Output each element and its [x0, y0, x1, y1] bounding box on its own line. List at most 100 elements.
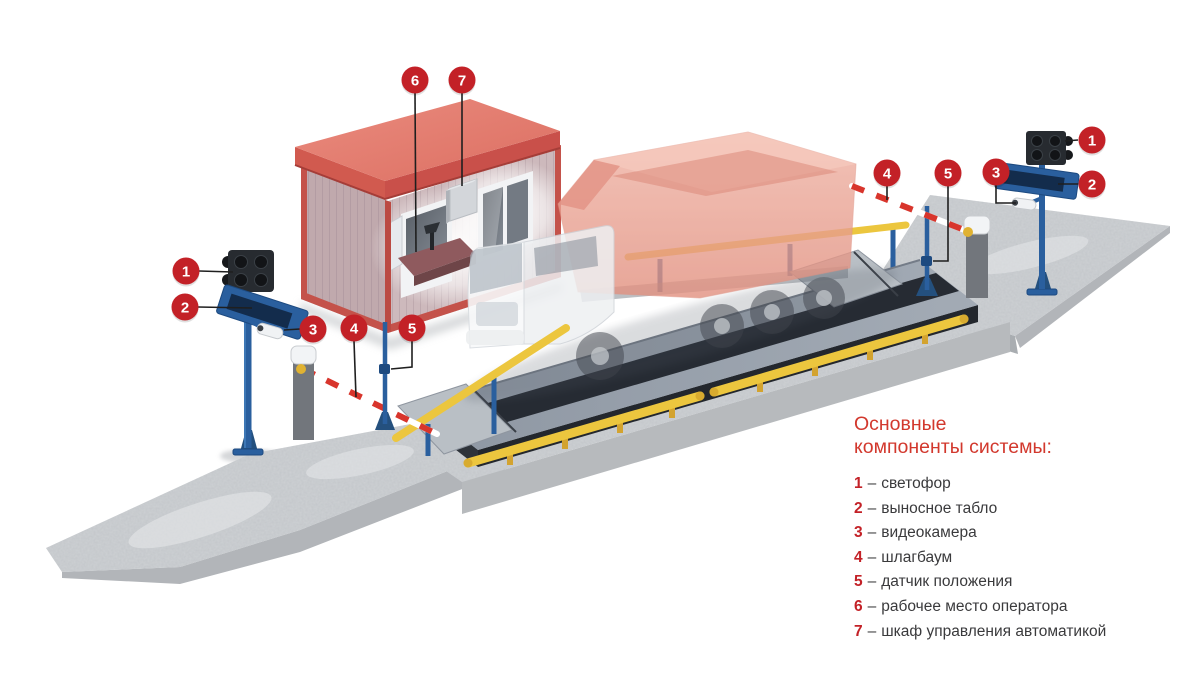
board-screen: [1003, 169, 1065, 192]
window-glare: [483, 187, 503, 256]
badge-3-right-camera: 3: [982, 158, 1010, 188]
badge-4-right-barrier: 4: [873, 159, 901, 189]
roof-fascia-right: [385, 131, 560, 199]
legend-title: Основные компоненты системы:: [854, 413, 1106, 459]
position-sensor-right: [916, 206, 938, 296]
housing: [1026, 131, 1066, 165]
badge-3-left-camera: 3: [299, 315, 327, 345]
legend-item-number: 2: [854, 499, 863, 517]
badge-number: 3: [992, 165, 1000, 182]
badge-7-control-cabinet: 7: [448, 66, 476, 96]
legend-item-6: 6–рабочее место оператора: [854, 595, 1106, 620]
ramp-light-patch: [306, 444, 414, 480]
wheel-hub: [816, 290, 832, 306]
windshield: [470, 243, 522, 294]
concrete-ramp-left: [46, 420, 505, 584]
badge-circle: [873, 159, 901, 187]
desk-lamp-head: [424, 222, 440, 234]
roof-edge-line: [294, 147, 561, 201]
near-bumper-rail: [463, 314, 969, 468]
bumper: [466, 330, 524, 345]
badge-circle: [1078, 170, 1106, 198]
camera-lens: [257, 325, 264, 332]
cabinet-side: [446, 188, 450, 224]
sensor-device: [921, 256, 932, 266]
legend-item-number: 6: [854, 597, 863, 615]
pole-base-plate: [1026, 288, 1058, 296]
legend-item-number: 7: [854, 622, 863, 640]
tube-cap: [959, 314, 969, 324]
badge-circle: [398, 314, 426, 342]
legend-item-number: 3: [854, 524, 863, 542]
truck: [466, 131, 857, 380]
leader-line-5-right: [933, 186, 949, 262]
tube-cap: [709, 387, 719, 397]
legend-item-separator: –: [867, 622, 877, 640]
pole-base-plate: [232, 448, 264, 456]
ramp-light-patch: [971, 235, 1089, 275]
legend-item-label: датчик положения: [881, 573, 1013, 591]
badge-circle: [340, 314, 368, 342]
legend-title-line1: Основные: [854, 413, 947, 435]
legend-item-label: выносное табло: [881, 499, 998, 517]
badge-2-right-display-board: 2: [1078, 170, 1106, 200]
legend-item-label: рабочее место оператора: [881, 597, 1068, 615]
lens: [1031, 149, 1043, 161]
legend-items: 1–светофор 2–выносное табло 3–видеокамер…: [854, 472, 1106, 644]
ramp-left-front-face: [62, 448, 505, 584]
cabin-corner-trim: [301, 167, 307, 301]
legend-item-5: 5–датчик положения: [854, 570, 1106, 595]
traffic-light-head: [222, 250, 274, 292]
badge-circle: [448, 66, 476, 94]
tube-cap: [463, 458, 473, 468]
bumper-tube: [463, 391, 705, 468]
ramp-light-patch: [128, 491, 272, 549]
counter-top: [398, 238, 476, 276]
badge-number: 4: [883, 166, 892, 183]
lens: [234, 255, 248, 269]
badge-number: 2: [181, 300, 189, 317]
ramp-right-front-face: [1015, 226, 1170, 348]
barrier-post: [293, 356, 314, 440]
dump-body: [557, 131, 857, 302]
counter-front: [414, 254, 476, 286]
curb-front-face: [462, 322, 1010, 514]
badge-circle: [171, 293, 199, 321]
housing: [228, 250, 274, 292]
lens: [254, 255, 268, 269]
wheel-hub: [714, 318, 730, 334]
badge-number: 1: [1088, 133, 1096, 150]
barrier-post-cap: [290, 345, 317, 365]
leader-line-5-left: [390, 341, 413, 370]
badge-number: 1: [182, 264, 190, 281]
badge-2-left-display-board: 2: [171, 293, 199, 323]
badge-5-left-position-sensor: 5: [398, 314, 426, 344]
leader-line-1-right: [1064, 139, 1079, 142]
desk-lamp-stem: [430, 228, 434, 250]
traffic-light-head: [1026, 131, 1073, 165]
badge-circle: [401, 66, 429, 94]
badge-circle: [299, 315, 327, 343]
grille: [476, 302, 518, 326]
traffic-light-left: [216, 250, 309, 456]
legend-item-2: 2–выносное табло: [854, 497, 1106, 522]
legend-item-separator: –: [867, 499, 877, 517]
sensor-device: [379, 364, 390, 374]
legend-item-label: шкаф управления автоматикой: [881, 622, 1107, 640]
badge-6-operator-workplace: 6: [401, 66, 429, 96]
legend-item-separator: –: [867, 524, 877, 542]
legend-item-separator: –: [867, 573, 877, 591]
handrail-tube: [392, 324, 570, 442]
leader-line-2-left: [197, 306, 253, 309]
badge-number: 2: [1088, 177, 1096, 194]
badge-circle: [934, 159, 962, 187]
badge-circle: [982, 158, 1010, 186]
badge-number: 4: [350, 321, 359, 338]
window-glass: [483, 187, 503, 256]
cab-side-window: [534, 236, 598, 276]
leader-lines: [197, 92, 1079, 398]
tube-cap: [695, 391, 705, 401]
dump-body-shield: [558, 160, 620, 210]
badge-circle: [172, 257, 200, 285]
